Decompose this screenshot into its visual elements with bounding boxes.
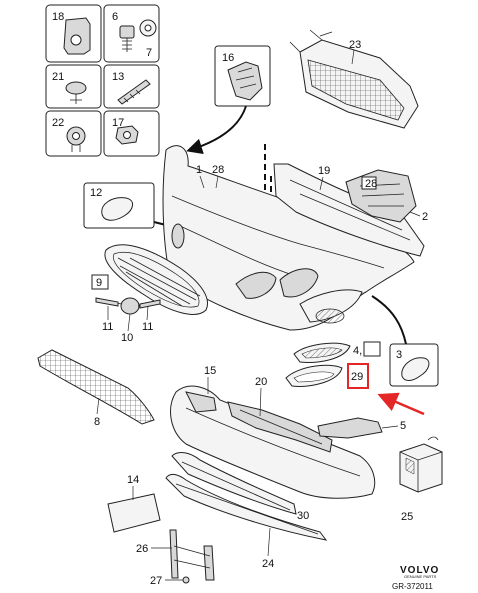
callout-8: 8 [94, 416, 100, 428]
callout-26: 26 [136, 543, 148, 555]
plate-14 [107, 493, 161, 533]
callout-19: 19 [318, 165, 330, 177]
callout-14: 14 [127, 474, 139, 486]
fog-trim-4 [293, 342, 351, 363]
bolt-6-thread-shape [122, 38, 132, 52]
callout-28b: 28 [365, 178, 377, 190]
inset-box-18: 18 [45, 4, 102, 63]
callout-28a: 28 [212, 164, 224, 176]
inset-box-21: 21 [45, 64, 102, 109]
inset-label-17: 17 [112, 117, 124, 129]
inset-label-21: 21 [52, 71, 64, 83]
fog-trim-29 [285, 364, 343, 387]
reinforcement-19 [273, 163, 425, 257]
callout-16: 16 [222, 52, 234, 64]
inset-box-16: 16 [214, 45, 271, 107]
leader-3 [371, 295, 407, 345]
callout-27: 27 [150, 575, 162, 587]
callout-10: 10 [121, 332, 133, 344]
inset-label-6: 6 [112, 11, 118, 23]
callout-9: 9 [96, 277, 102, 289]
callout-24: 24 [262, 558, 274, 570]
callout-11a: 11 [102, 321, 113, 333]
upper-grille-23 [289, 29, 419, 129]
callout-20: 20 [255, 376, 267, 388]
splash-shield-20 [170, 385, 376, 499]
inset-box-3: 3 [389, 343, 439, 387]
brand-logo: VOLVO [400, 565, 439, 576]
shield-15 [227, 401, 333, 453]
inset-label-13: 13 [112, 71, 124, 83]
lip-24 [165, 473, 328, 541]
diagram-code: GR-372011 [392, 582, 433, 591]
inset-box-6-7: 6 7 [103, 4, 160, 63]
box-9: 9 [91, 274, 109, 290]
inset-box-12: 12 [83, 182, 155, 229]
callout-11b: 11 [142, 321, 153, 333]
box-28-lower [363, 341, 381, 357]
callout-12: 12 [90, 187, 102, 199]
arrow-16 [186, 105, 247, 155]
inset-box-17: 17 [103, 110, 160, 157]
bumper-cover-1 [162, 145, 415, 331]
callout-30: 30 [297, 510, 309, 522]
callout-3: 3 [396, 349, 402, 361]
bracket-2 [345, 169, 417, 223]
callout-2: 2 [422, 211, 428, 223]
bracket-16-shape [227, 61, 263, 101]
callout-1: 1 [196, 164, 202, 176]
tow-eye-cover-12-shape [101, 197, 133, 221]
callout-5: 5 [400, 420, 406, 432]
bracket-26 [169, 529, 215, 581]
tow-eye-cover-3-shape [401, 357, 430, 381]
emblem-10 [95, 297, 161, 315]
lower-mesh-8 [37, 349, 155, 425]
inset-box-22: 22 [45, 110, 102, 157]
screw-27 [182, 576, 190, 584]
bolt-6-head-shape [119, 25, 135, 39]
inset-label-22: 22 [52, 117, 64, 129]
brand-sub: GENUINE PARTS [404, 574, 437, 579]
callout-23: 23 [349, 39, 361, 51]
clip-21-shape [65, 81, 87, 95]
bracket-5 [317, 417, 383, 439]
callout-4: 4, [353, 345, 362, 357]
lower-grille-9 [104, 244, 208, 315]
inset-box-13: 13 [103, 64, 160, 109]
callout-25: 25 [401, 511, 413, 523]
spoiler-30 [171, 452, 297, 515]
rivet-13-shape [117, 79, 151, 105]
highlight-box-29 [347, 363, 369, 389]
parts-box-25 [399, 436, 443, 493]
inset-label-7: 7 [146, 47, 152, 59]
highlight-arrow [377, 392, 425, 416]
callout-29: 29 [351, 371, 363, 383]
callout-15: 15 [204, 365, 216, 377]
inset-label-18: 18 [52, 11, 64, 23]
